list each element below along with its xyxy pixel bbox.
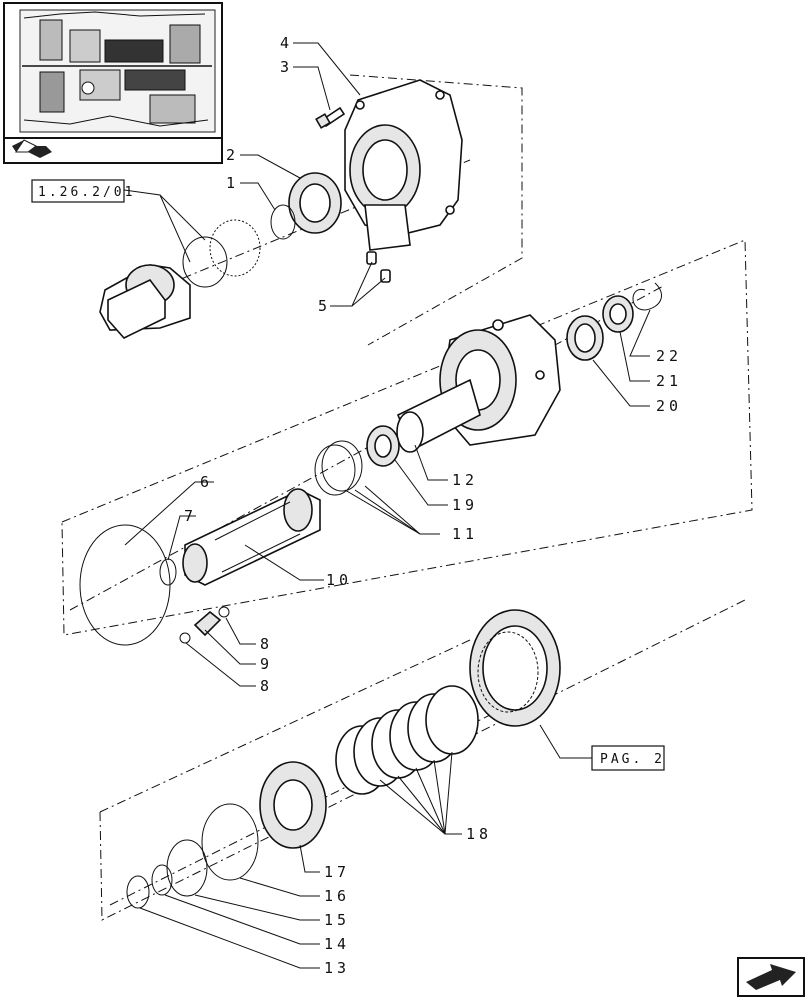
snap-ring-upper[interactable] <box>270 204 296 240</box>
transmission-section-thumbnail <box>19 9 216 133</box>
callout-9: 9 <box>260 655 273 673</box>
callout-6: 6 <box>200 473 213 491</box>
snap-ring-7[interactable] <box>159 558 177 586</box>
leader-lines <box>123 42 651 969</box>
callout-10: 10 <box>326 571 352 589</box>
bolt[interactable] <box>315 106 346 129</box>
callout-21: 21 <box>656 372 682 390</box>
callout-labels: 1 2 3 4 5 6 7 8 8 9 10 11 12 13 14 15 16… <box>184 34 682 977</box>
book-icon <box>12 139 52 158</box>
next-page-arrow-icon[interactable] <box>737 957 805 997</box>
dowel-pins[interactable] <box>366 251 391 283</box>
callout-19: 19 <box>452 496 478 514</box>
spring-and-plugs[interactable] <box>179 606 230 644</box>
callout-18: 18 <box>466 825 492 843</box>
callout-11: 11 <box>452 525 478 543</box>
seal-rings-11[interactable] <box>314 440 363 496</box>
splined-shaft[interactable] <box>182 488 321 586</box>
callout-4: 4 <box>280 34 293 52</box>
callout-5: 5 <box>318 297 331 315</box>
oil-seal[interactable] <box>288 172 342 234</box>
callout-16: 16 <box>324 887 350 905</box>
callout-8b: 8 <box>260 677 273 695</box>
callout-1: 1 <box>226 174 239 192</box>
ref-assembly-1-26-2-01[interactable] <box>99 219 261 339</box>
piston[interactable] <box>259 761 327 849</box>
thrust-washer[interactable] <box>602 295 634 333</box>
explode-frame-lower <box>99 599 746 921</box>
clutch-plates[interactable] <box>335 685 479 795</box>
o-ring-6[interactable] <box>79 524 171 646</box>
svg-text:PAG. 2: PAG. 2 <box>600 752 665 767</box>
callout-2: 2 <box>226 146 239 164</box>
needle-bearing[interactable] <box>566 315 604 361</box>
callout-12: 12 <box>452 471 478 489</box>
callout-8a: 8 <box>260 635 273 653</box>
ref-box-pag-2[interactable]: PAG. 2 <box>591 745 665 771</box>
explode-frame-middle <box>61 239 753 636</box>
hub-shaft[interactable] <box>396 378 481 453</box>
callout-14: 14 <box>324 935 350 953</box>
housing-flange[interactable] <box>344 79 463 251</box>
seals-lower[interactable] <box>126 803 259 909</box>
bushing[interactable] <box>366 425 400 467</box>
callout-13: 13 <box>324 959 350 977</box>
callout-7: 7 <box>184 507 197 525</box>
svg-text:1.26.2/01: 1.26.2/01 <box>38 185 135 200</box>
callout-3: 3 <box>280 58 293 76</box>
ref-box-1-26-2-01[interactable]: 1.26.2/01 <box>31 179 135 203</box>
callout-22: 22 <box>656 347 682 365</box>
callout-20: 20 <box>656 397 682 415</box>
callout-17: 17 <box>324 863 350 881</box>
callout-15: 15 <box>324 911 350 929</box>
overview-thumbnail[interactable] <box>3 2 223 164</box>
friction-disc-ref[interactable] <box>469 609 561 727</box>
snap-ring-22[interactable] <box>632 282 663 311</box>
